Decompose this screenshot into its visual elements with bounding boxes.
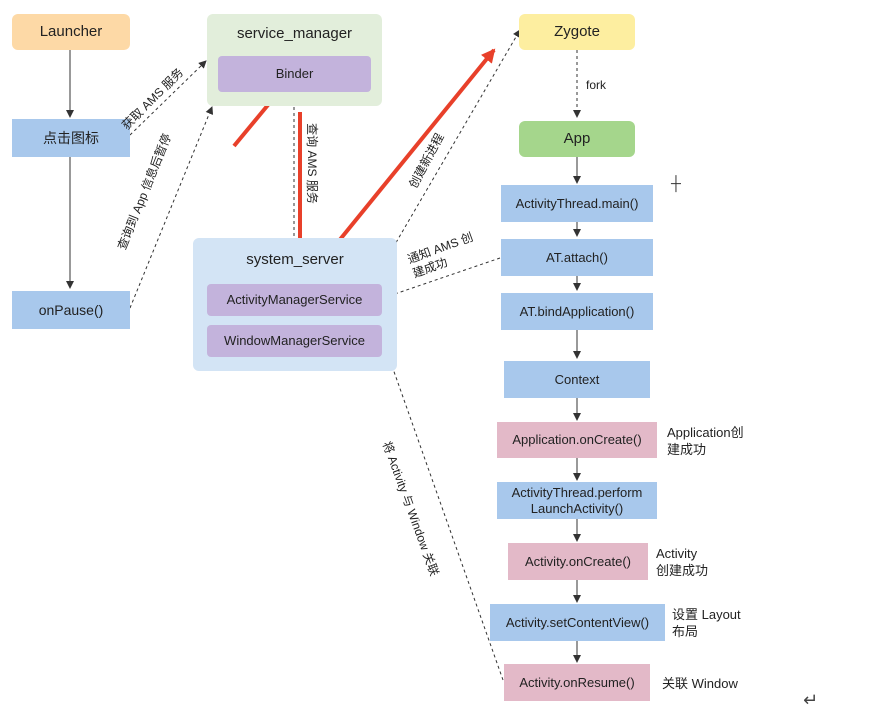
crosshair-cursor-icon: ┼ — [671, 175, 681, 191]
service-manager-title: service_manager — [236, 25, 353, 42]
note-set-layout-line1: 设置 Layout — [672, 607, 741, 622]
edge-query-pause — [129, 106, 214, 309]
note-bind-window: 关联 Window — [662, 676, 738, 691]
activity-on-create-node: Activity.onCreate() — [508, 543, 648, 580]
perform-launch-activity-node: ActivityThread.perform LaunchActivity() — [497, 482, 657, 519]
activity-thread-main-node: ActivityThread.main() — [501, 185, 653, 222]
context-node: Context — [504, 361, 650, 398]
launcher-node: Launcher — [12, 14, 130, 50]
return-key-icon: ↵ — [803, 690, 819, 710]
edge-notify-ams — [385, 257, 501, 299]
label-fork: fork — [586, 78, 607, 92]
edge-create-process — [386, 29, 521, 259]
note-activity-created-line2: 创建成功 — [656, 563, 709, 578]
application-on-create-node: Application.onCreate() — [497, 422, 657, 458]
edge-bind-window — [384, 348, 504, 681]
label-query-ams-service: 查询 AMS 服务 — [304, 123, 319, 204]
note-application-created-line1: Application创 — [667, 425, 744, 440]
note-application-created: Application创 建成功 — [667, 424, 744, 458]
activity-on-resume-node: Activity.onResume() — [504, 664, 650, 701]
at-bind-application-node: AT.bindApplication() — [501, 293, 653, 330]
app-node: App — [519, 121, 635, 157]
activity-set-content-view-node: Activity.setContentView() — [490, 604, 665, 641]
note-set-layout: 设置 Layout 布局 — [672, 606, 741, 640]
note-activity-created: Activity 创建成功 — [656, 545, 708, 579]
system-server-title: system_server — [246, 251, 344, 268]
red-arrow-zygote — [323, 48, 496, 260]
binder-node: Binder — [218, 56, 371, 92]
perform-launch-line2: LaunchActivity() — [530, 500, 624, 516]
note-application-created-line2: 建成功 — [667, 442, 707, 457]
note-activity-created-line1: Activity — [656, 546, 698, 561]
note-set-layout-line2: 布局 — [672, 624, 699, 639]
on-pause-node: onPause() — [12, 291, 130, 329]
at-attach-node: AT.attach() — [501, 239, 653, 276]
zygote-node: Zygote — [519, 14, 635, 50]
click-icon-node: 点击图标 — [12, 119, 130, 157]
ams-node: ActivityManagerService — [207, 284, 382, 316]
perform-launch-line1: ActivityThread.perform — [511, 484, 643, 500]
wms-node: WindowManagerService — [207, 325, 382, 357]
